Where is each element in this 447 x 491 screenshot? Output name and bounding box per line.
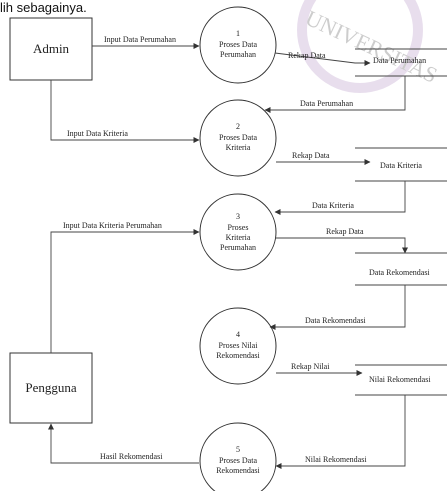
flow-rekap-data-3-label: Rekap Data (326, 227, 364, 236)
datastore-perumahan: Data Perumahan (355, 48, 447, 77)
process-1: 1 Proses Data Perumahan (199, 6, 277, 84)
flow-data-perumahan-label: Data Perumahan (300, 99, 353, 108)
flow-input-kriteria-perumahan-label: Input Data Kriteria Perumahan (63, 221, 162, 230)
datastore-kriteria: Data Kriteria (355, 147, 447, 182)
process-5-line-2: Rekomendasi (216, 466, 260, 475)
process-4-number: 4 (236, 330, 240, 339)
process-2-line-2: Kriteria (226, 143, 251, 152)
flow-rekap-nilai-label: Rekap Nilai (291, 362, 330, 371)
datastore-rekomendasi: Data Rekomendasi (355, 252, 447, 286)
process-3-line-3: Perumahan (220, 243, 256, 252)
flow-hasil-rekomendasi-label: Hasil Rekomendasi (100, 452, 163, 461)
datastore-nilai-label: Nilai Rekomendasi (369, 375, 431, 384)
flow-rekap-data-2-label: Rekap Data (292, 151, 330, 160)
process-2-number: 2 (236, 122, 240, 131)
header-fragment: lih sebagainya. (0, 0, 87, 15)
process-1-line-2: Perumahan (220, 50, 256, 59)
datastore-nilai: Nilai Rekomendasi (355, 364, 447, 396)
process-5: 5 Proses Data Rekomendasi (199, 422, 277, 491)
entity-admin (9, 17, 93, 81)
watermark: UNIVERSITAS (297, 0, 441, 93)
flow-input-kriteria-arrow (50, 80, 200, 143)
entity-pengguna (9, 352, 93, 424)
process-3-number: 3 (236, 212, 240, 221)
process-3-line-2: Kriteria (226, 233, 251, 242)
flow-data-rekomendasi-label: Data Rekomendasi (305, 316, 366, 325)
process-3-line-1: Proses (228, 223, 249, 232)
flow-rekap-data-1-arrow (274, 52, 371, 66)
flow-hasil-rekomendasi-arrow (48, 423, 199, 464)
flow-input-kriteria-label: Input Data Kriteria (67, 129, 128, 138)
flow-rekap-data-1-label: Rekap Data (288, 51, 326, 60)
flow-data-rekomendasi-arrow (269, 285, 406, 330)
process-2-line-1: Proses Data (219, 133, 257, 142)
process-1-line-1: Proses Data (219, 40, 257, 49)
process-4-line-1: Proses Nilai (219, 341, 259, 350)
entity-admin-label: Admin (33, 41, 70, 56)
flow-data-perumahan-arrow (264, 76, 406, 113)
flow-input-perumahan-label: Input Data Perumahan (104, 35, 176, 44)
process-4: 4 Proses Nilai Rekomendasi (199, 307, 277, 385)
datastore-rekomendasi-label: Data Rekomendasi (369, 268, 430, 277)
process-3: 3 Proses Kriteria Perumahan (199, 193, 277, 271)
flow-rekap-data-3-arrow (276, 237, 408, 254)
process-4-line-2: Rekomendasi (216, 351, 260, 360)
process-1-number: 1 (236, 29, 240, 38)
flow-nilai-rekomendasi-arrow (275, 395, 406, 469)
process-2: 2 Proses Data Kriteria (199, 99, 277, 177)
datastore-kriteria-label: Data Kriteria (380, 161, 422, 170)
entity-pengguna-label: Pengguna (25, 380, 77, 395)
datastore-perumahan-label: Data Perumahan (373, 56, 426, 65)
process-5-number: 5 (236, 445, 240, 454)
flow-input-kriteria-perumahan-arrow (50, 229, 200, 353)
flow-nilai-rekomendasi-label: Nilai Rekomendasi (305, 455, 367, 464)
flow-data-kriteria-arrow (274, 181, 406, 215)
flow-data-kriteria-label: Data Kriteria (312, 201, 354, 210)
process-5-line-1: Proses Data (219, 456, 257, 465)
